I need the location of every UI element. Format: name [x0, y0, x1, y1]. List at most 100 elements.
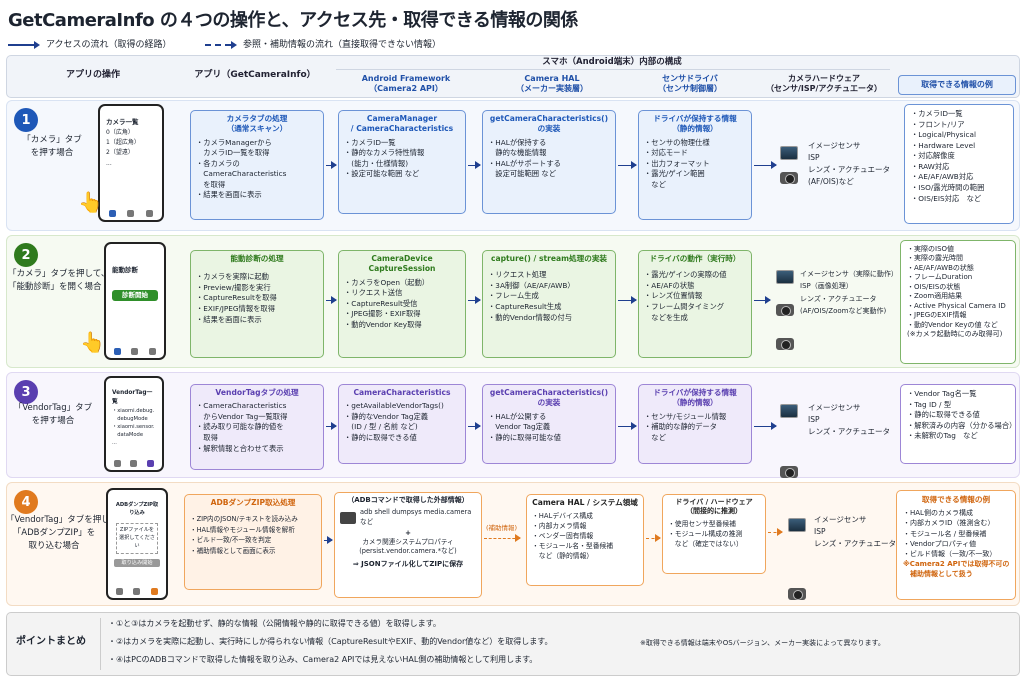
row-1-driver-item: ・センサの物理仕様 — [644, 137, 710, 147]
diagnose-start-button[interactable]: 診断開始 — [112, 290, 158, 302]
row-1-framework-item: ・静的なカメラ特性情報 — [344, 148, 425, 158]
row-4-app-box: ADBダンプZIP取込処理 ・ZIP内のJSON/テキストを読み込み・HAL情報… — [184, 494, 322, 590]
row-4-hal-item: ・ベンダー固有情報 — [532, 531, 594, 540]
row-2-app-item: ・カメラを実際に起動 — [196, 272, 269, 282]
row-3-arrow-fw-hal — [468, 422, 481, 431]
row-1-phone-screen: カメラ一覧 0（広角） 1（超広角） 2（望遠） ... — [103, 114, 159, 206]
row-3-phone-line2: debugMode — [112, 416, 148, 423]
tab-icon[interactable] — [148, 347, 156, 355]
row-1-driver-item: ・対応モード — [644, 148, 688, 158]
row-1-hal-title-line1: getCameraCharacteristics() — [489, 114, 609, 123]
camera-tab-icon[interactable] — [114, 347, 122, 355]
row-2-info-item: (※カメラ起動時にのみ取得可) — [907, 329, 1003, 338]
row-2-arrow-app-fw — [326, 296, 337, 305]
row-2-framework-item: ・リクエスト送信 — [344, 288, 403, 298]
tab-icon[interactable] — [116, 587, 124, 595]
row-1-info-item: ・RAW対応 — [911, 161, 950, 171]
header-hal-line1: Camera HAL — [524, 74, 580, 83]
row-4-driver-item: など（確定ではない） — [668, 539, 743, 548]
row-2-info-item: ・実際のISO値 — [907, 245, 955, 253]
row-2-framework-item: ・カメラをOpen（起動） — [344, 277, 430, 287]
tab-icon[interactable] — [127, 209, 135, 217]
row-2-hal-title: capture() / stream処理の実装 — [490, 254, 608, 263]
row-2-info-item: ・実際の露光時間 — [907, 254, 963, 263]
row-3-driver-title-line2: （静的情報） — [672, 398, 718, 408]
row-2-driver-box: ドライバの動作（実行時） ・露光/ゲインの実際の値・AE/AFの状態・レンズ位置… — [638, 250, 752, 358]
row-4-hal-title: Camera HAL / システム領域 — [532, 498, 638, 507]
row-4-driver-item: ・使用センサ型番候補 — [668, 519, 736, 528]
row-4-phone-line2: 選択してください — [118, 534, 155, 550]
row-3-phone-line3: ・xiaomi.sensor. — [112, 424, 155, 431]
legend-solid-arrowhead — [34, 41, 40, 49]
header-driver-line1: センサドライバ — [662, 74, 718, 83]
header-hardware-line1: カメラハードウェア — [788, 74, 860, 83]
row-3-hal-item: ・静的に取得可能な値 — [488, 432, 561, 442]
row-4-info-item: ・Vendorプロパティ値 — [903, 539, 977, 548]
row-1-hw-item: イメージセンサ — [808, 141, 861, 150]
row-3-hw-item: ISP — [808, 415, 820, 424]
tab-icon[interactable] — [146, 209, 154, 217]
row-4-adb-box: （ADBコマンドで取得した外部情報） adb shell dumpsys med… — [334, 492, 482, 598]
row-3-info-item: ・未解釈のTag など — [907, 431, 978, 441]
row-1-driver-item: など — [644, 179, 666, 189]
row-1-app-item: カメラID一覧を取得 — [196, 148, 270, 158]
vendortag-tab-icon[interactable] — [150, 587, 158, 595]
row-4-adb-command-row: adb shell dumpsys media.camera など — [340, 508, 476, 527]
vendortag-tab-icon[interactable] — [147, 459, 155, 467]
row-4-driver-title: ドライバ / ハードウェア（間接的に推測） — [668, 498, 760, 517]
row-4-adb-props-line1: カメラ関連システムプロパティ — [362, 537, 454, 546]
row-1-info-box: ・カメラID一覧・フロント/リア・Logical/Physical・Hardwa… — [904, 104, 1014, 224]
row-3-driver-title: ドライバが保持する情報（静的情報） — [644, 388, 746, 409]
hand-pointer-icon: 👆 — [78, 190, 103, 214]
row-1-hw-item: ISP — [808, 153, 820, 162]
row-1-app-box: カメラタブの処理（通常スキャン） ・カメラManagerから カメラID一覧を取… — [190, 110, 324, 220]
row-4-app-item: ・HAL情報やモジュール情報を解析 — [190, 525, 295, 534]
row-4-info-note-line1: ※Camera2 APIでは取得不可の — [903, 559, 1010, 568]
row-2-arrow-hal-drv — [618, 296, 637, 305]
row-2-phone: 能動診断 診断開始 — [104, 242, 166, 360]
row-1-driver-title-line1: ドライバが保持する情報 — [653, 114, 737, 123]
zip-drop-area[interactable]: ZIPファイルを選択してください — [116, 522, 158, 554]
row-4-app-item: ・ビルド一致/不一致を判定 — [190, 536, 272, 545]
row-3-driver-item: など — [644, 432, 666, 442]
row-2-app-title: 能動診断の処理 — [230, 254, 284, 263]
row-3-framework-item: ・getAvailableVendorTags() — [344, 401, 444, 411]
row-4-adb-save: ⇒ JSONファイル化してZIPに保存 — [352, 559, 464, 568]
summary-label: ポイントまとめ — [16, 636, 86, 647]
row-1-info-item: ・OIS/EIS対応 など — [911, 193, 982, 203]
row-2-arrow-drv-hw — [754, 296, 771, 305]
row-3-driver-title-line1: ドライバが保持する情報 — [653, 388, 737, 397]
row-1-app-title: カメラタブの処理（通常スキャン） — [196, 114, 318, 135]
image-sensor-icon — [780, 404, 798, 418]
row-4-hw-item: レンズ・アクチュエータ — [814, 539, 896, 548]
camera-tab-icon[interactable] — [108, 209, 116, 217]
tab-icon[interactable] — [113, 459, 121, 467]
header-framework-line2: （Camera2 API） — [369, 84, 443, 93]
tab-icon[interactable] — [130, 459, 138, 467]
row-1-info-item: ・対応解像度 — [911, 151, 955, 161]
row-1-hal-item: ・HALが保持する — [488, 137, 547, 147]
laptop-icon — [340, 511, 356, 524]
tab-icon[interactable] — [131, 347, 139, 355]
header-app-operation: アプリの操作 — [65, 70, 120, 81]
row-1-framework-item: ・カメラID一覧 — [344, 137, 396, 147]
row-1-driver-item: ・出力フォーマット — [644, 158, 710, 168]
row-2-phone-title: 能動診断 — [112, 266, 138, 274]
row-2-driver-item: などを生成 — [644, 312, 688, 322]
row-1-app-item: ・カメラManagerから — [196, 137, 272, 147]
row-4-adb-command: adb shell dumpsys media.camera など — [360, 508, 472, 526]
summary-line-3: ・④はPCのADBコマンドで取得した情報を取り込み、Camera2 APIでは見… — [108, 655, 538, 664]
tab-icon[interactable] — [133, 587, 141, 595]
row-4-app-item: ・補助情報として画面に表示 — [190, 546, 276, 555]
row-2-app-box: 能動診断の処理 ・カメラを実際に起動・Preview/撮影を実行・Capture… — [190, 250, 324, 358]
row-2-framework-title-line2: CaptureSession — [368, 264, 436, 274]
row-4-hal-item: ・HALデバイス構成 — [532, 512, 593, 521]
row-1-hal-title: getCameraCharacteristics()の実装 — [488, 114, 610, 135]
row-1-arrow-drv-hw — [754, 161, 777, 170]
row-2-phone-tabbar — [109, 346, 161, 356]
row-2-framework-item: ・CaptureResult受信 — [344, 298, 418, 308]
import-start-button[interactable]: 取り込み開始 — [114, 558, 160, 567]
row-3-framework-item: ・静的なVendor Tag定義 — [344, 411, 429, 421]
row-1-phone-title: カメラ一覧 — [106, 118, 139, 126]
